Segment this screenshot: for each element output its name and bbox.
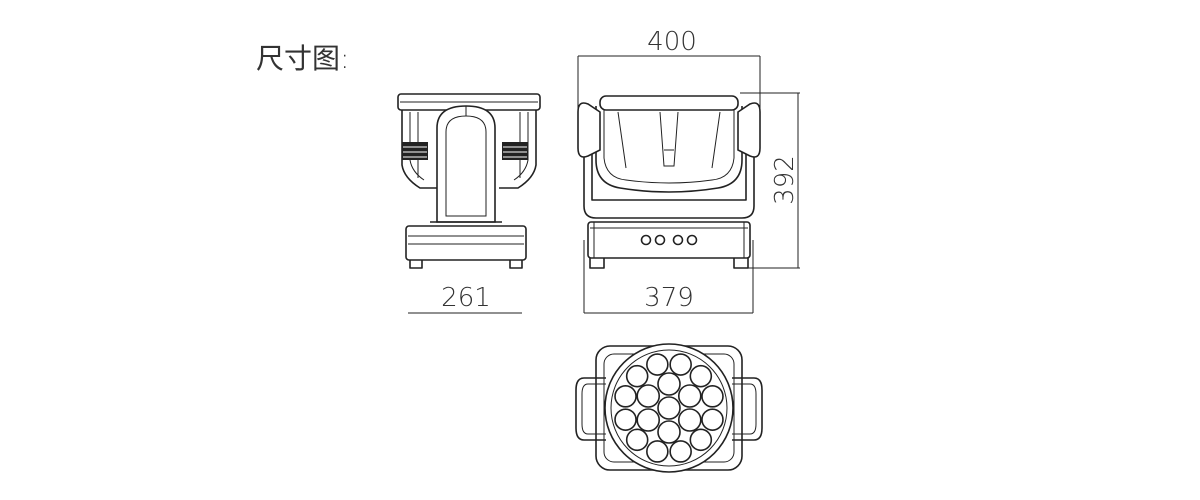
lens-16 <box>614 408 637 431</box>
drawing-title: 尺寸图: <box>256 42 349 75</box>
side-view: 261 <box>397 93 541 314</box>
side-width-label: 261 <box>441 283 491 313</box>
lens-6 <box>636 408 661 432</box>
lens-7 <box>636 384 661 408</box>
front-view: 400 392 379 <box>577 27 800 314</box>
control-knobs <box>640 234 698 246</box>
lens-12 <box>689 428 713 452</box>
lens-9 <box>689 364 713 388</box>
lens-11 <box>701 408 724 431</box>
lens-18 <box>625 364 649 388</box>
right-vent <box>502 142 528 160</box>
lens-8 <box>669 353 692 376</box>
lens-10 <box>701 385 724 408</box>
lens-5 <box>657 420 681 444</box>
lens-1 <box>657 396 681 420</box>
lens-14 <box>646 440 669 463</box>
lens-3 <box>677 384 702 408</box>
front-width-label: 379 <box>644 283 694 313</box>
lens-19 <box>646 353 669 376</box>
height-label: 392 <box>770 155 800 205</box>
left-vent <box>402 142 428 160</box>
lens-4 <box>677 408 702 432</box>
top-view <box>575 343 763 473</box>
lens-2 <box>657 372 681 396</box>
lens-array <box>614 353 724 463</box>
lens-13 <box>669 440 692 463</box>
lens-15 <box>625 428 649 452</box>
top-width-label: 400 <box>647 27 697 57</box>
lens-17 <box>614 385 637 408</box>
